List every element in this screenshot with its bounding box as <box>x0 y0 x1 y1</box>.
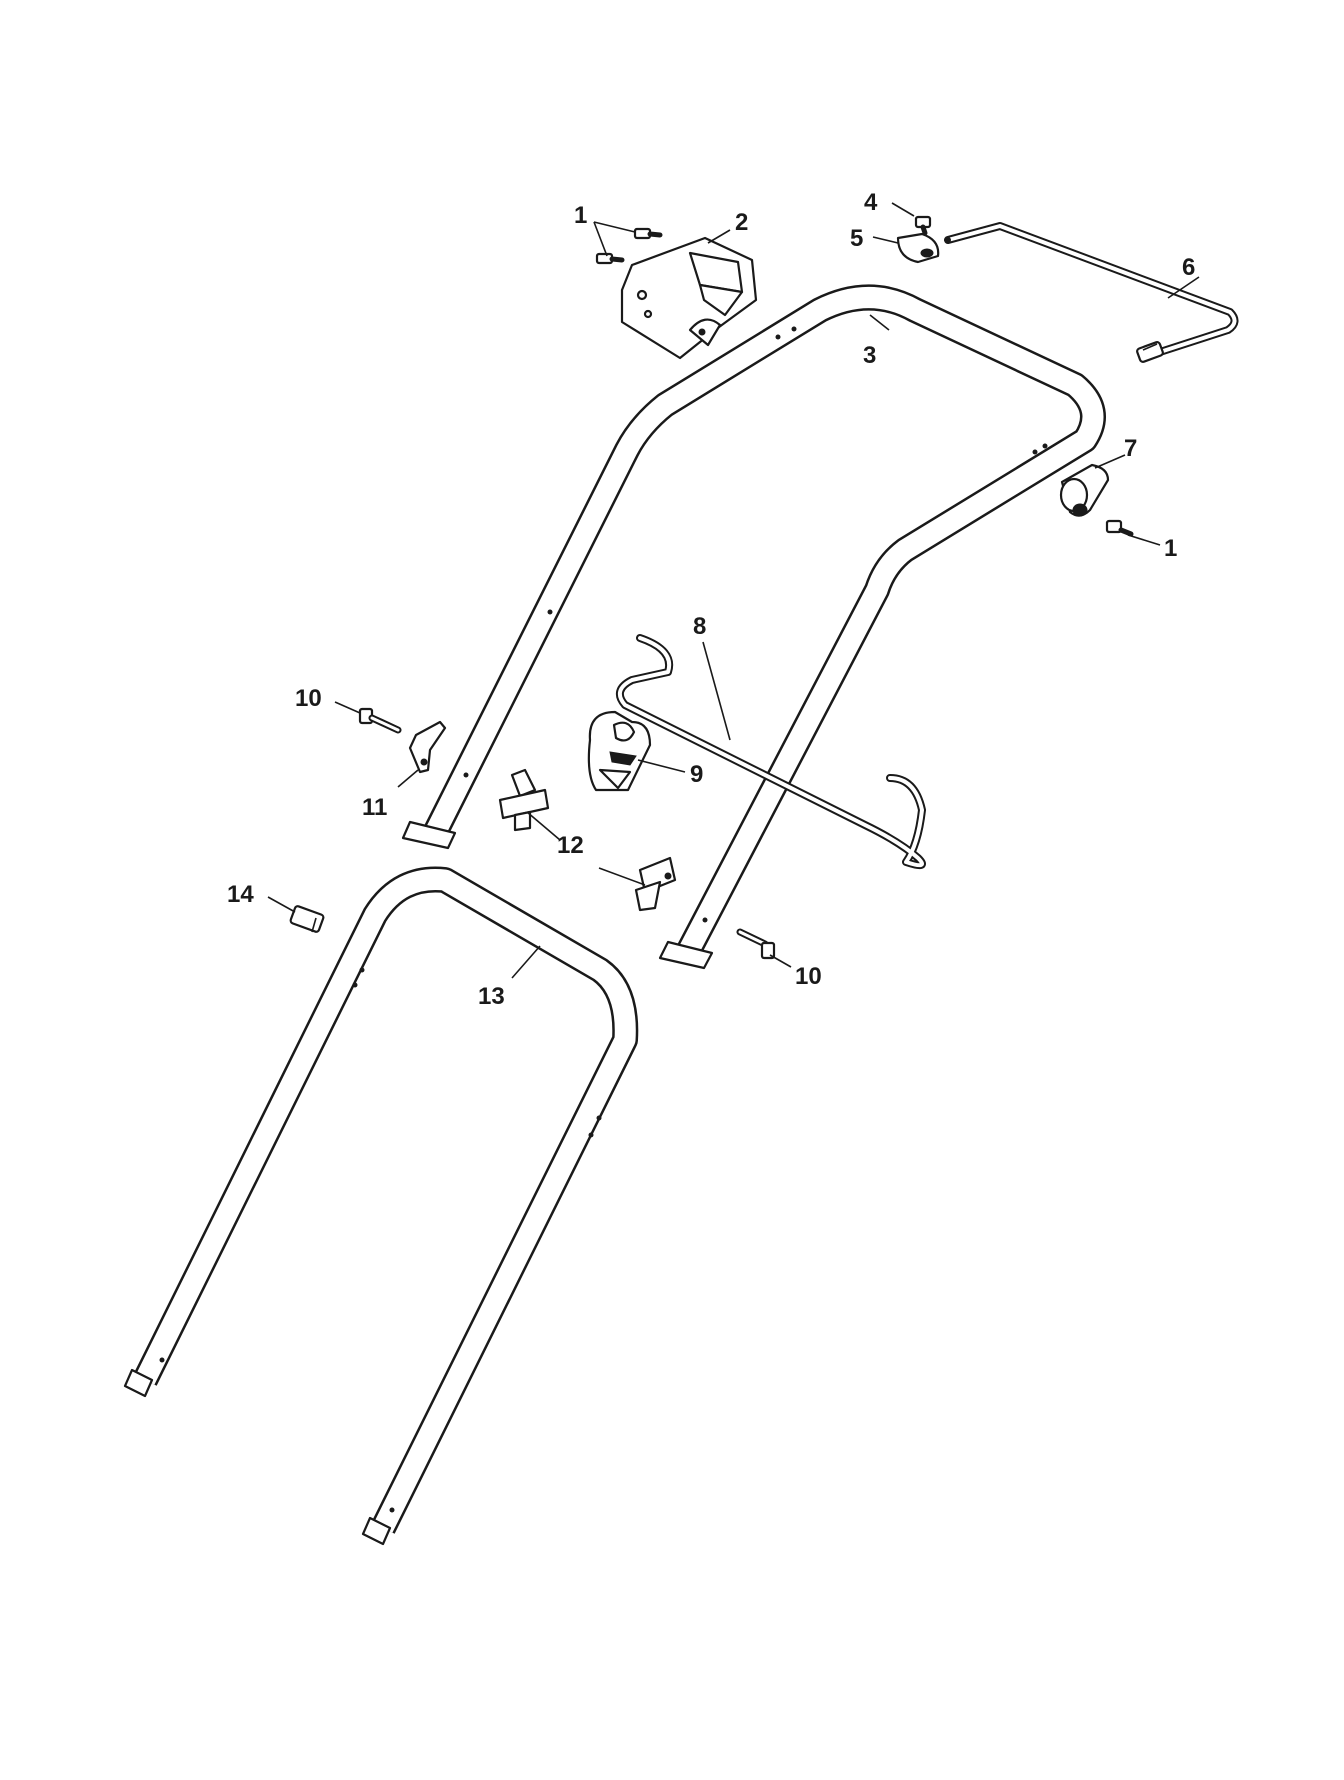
callout-labels: 1 2 3 4 5 6 7 1 8 9 10 11 12 10 14 13 <box>227 189 1195 1010</box>
clip-part-5 <box>896 232 940 264</box>
control-rod-part-6 <box>944 222 1239 363</box>
callout-10-left: 10 <box>295 685 322 712</box>
callout-12: 12 <box>557 832 584 859</box>
callout-2: 2 <box>735 209 748 236</box>
callout-11: 11 <box>362 794 387 821</box>
callout-1-right: 1 <box>1164 535 1177 562</box>
bolt-part-10-b <box>736 928 776 960</box>
leader-lines <box>267 202 1200 979</box>
callout-6: 6 <box>1182 254 1195 281</box>
screw-part-1-a <box>633 227 663 240</box>
bracket-part-11 <box>408 720 447 774</box>
callout-14: 14 <box>227 881 254 908</box>
callout-13: 13 <box>478 983 505 1010</box>
knob-part-12-a <box>498 768 550 832</box>
callout-10-right: 10 <box>795 963 822 990</box>
callout-5: 5 <box>850 225 863 252</box>
screw-part-1-b <box>595 252 625 265</box>
wire-bail-part-8 <box>615 634 926 870</box>
screw-part-1-c <box>1105 519 1134 537</box>
clamp-part-7 <box>1059 463 1110 517</box>
bolt-part-10-a <box>358 707 402 734</box>
screw-part-4 <box>914 215 932 236</box>
callout-1-top: 1 <box>574 202 587 229</box>
callout-9: 9 <box>690 761 703 788</box>
callout-7: 7 <box>1124 435 1137 462</box>
upper-handle-part-3 <box>401 284 1106 970</box>
callout-4: 4 <box>864 189 878 216</box>
lower-handle-part-13 <box>123 866 639 1546</box>
callout-3: 3 <box>863 342 876 369</box>
control-housing-part-2 <box>620 236 758 360</box>
cable-guide-part-9 <box>587 710 652 792</box>
callout-8: 8 <box>693 613 706 640</box>
plug-part-14 <box>289 905 325 933</box>
knob-part-12-b <box>634 856 677 912</box>
